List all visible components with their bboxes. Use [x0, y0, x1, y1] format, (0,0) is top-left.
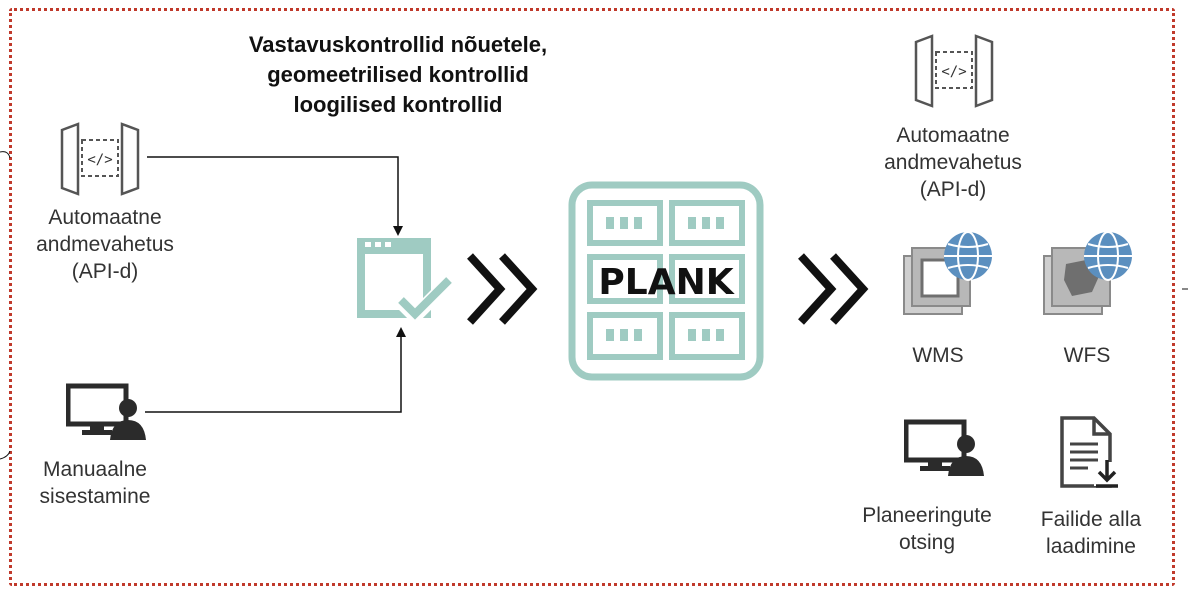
- wfs-globe-icon: [1043, 231, 1132, 315]
- svg-text:</>: </>: [87, 152, 112, 168]
- plank-label: PLANK: [598, 262, 734, 303]
- file-download-icon: [1060, 416, 1120, 488]
- input-api-label: Automaatne andmevahetus (API-d): [36, 206, 174, 283]
- api-arrowhead: [393, 226, 403, 236]
- api-icon: </>: [914, 34, 994, 108]
- database-grid-icon: [568, 181, 764, 381]
- search-label: Planeeringute otsing: [862, 504, 992, 554]
- title-line-1: Vastavuskontrollid nõuetele,: [248, 32, 548, 57]
- wms-label: WMS: [912, 344, 964, 367]
- double-chevron-icon: [798, 253, 869, 325]
- api-icon: </>: [60, 122, 140, 196]
- validation-title: Vastavuskontrollid nõuetele, geomeetrili…: [178, 30, 618, 120]
- manual-arrowhead: [396, 327, 406, 337]
- title-line-2: geomeetrilised kontrollid: [267, 62, 529, 87]
- wfs-label: WFS: [1063, 344, 1111, 367]
- api-to-validation-line: [147, 156, 399, 234]
- input-manual-label: Manuaalne sisestamine: [39, 458, 151, 508]
- window-check-icon: [357, 238, 455, 326]
- title-line-3: loogilised kontrollid: [293, 92, 503, 117]
- double-chevron-icon: [467, 253, 538, 325]
- svg-text:</>: </>: [941, 64, 966, 80]
- diagram-frame: [9, 8, 1175, 586]
- wms-globe-icon: [903, 231, 992, 315]
- user-computer-icon: [904, 419, 984, 476]
- output-api-label: Automaatne andmevahetus (API-d): [884, 124, 1022, 201]
- user-computer-icon: [66, 383, 146, 440]
- manual-to-validation-line: [145, 330, 402, 413]
- download-label: Failide alla laadimine: [1040, 508, 1142, 558]
